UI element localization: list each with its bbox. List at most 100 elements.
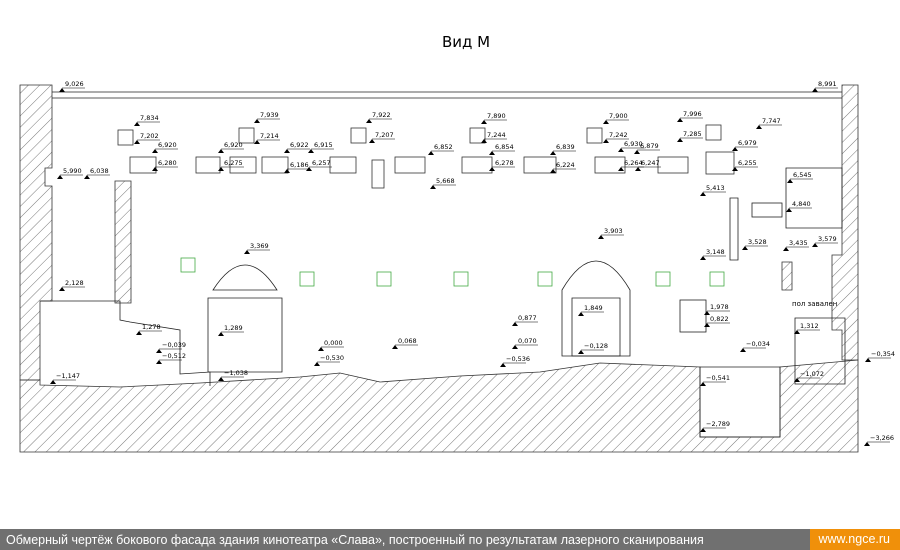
outlines bbox=[40, 91, 846, 438]
elevation-mark: 1,289 bbox=[218, 324, 244, 336]
elevation-mark: 0,068 bbox=[392, 337, 418, 349]
elevation-label: 7,202 bbox=[140, 132, 159, 140]
elevation-mark: −0,354 bbox=[865, 350, 895, 362]
site-link[interactable]: www.ngce.ru bbox=[810, 529, 900, 550]
elevation-label: −0,354 bbox=[871, 350, 895, 358]
elevation-mark: 2,128 bbox=[59, 279, 85, 291]
elevation-mark: 6,247 bbox=[635, 159, 661, 171]
elevation-mark: 6,979 bbox=[732, 139, 758, 151]
elevation-arrow bbox=[136, 331, 142, 335]
alcove-dome bbox=[212, 264, 278, 291]
elevation-arrow bbox=[481, 120, 487, 124]
elevation-arrow bbox=[603, 120, 609, 124]
view-title: Вид М bbox=[442, 33, 490, 51]
elevation-mark: 7,242 bbox=[603, 131, 629, 143]
elevation-mark: 6,224 bbox=[550, 161, 576, 173]
elevation-label: 7,747 bbox=[762, 117, 781, 125]
elevation-arrow bbox=[218, 332, 224, 336]
elevation-label: −0,039 bbox=[162, 341, 186, 349]
elevation-mark: 6,920 bbox=[218, 141, 244, 153]
elevation-mark: 6,915 bbox=[308, 141, 334, 153]
elevation-label: −0,128 bbox=[584, 342, 608, 350]
footer-caption: Обмерный чертёж бокового фасада здания к… bbox=[6, 532, 704, 547]
elevation-label: 0,877 bbox=[518, 314, 537, 322]
elevation-label: 6,275 bbox=[224, 159, 243, 167]
elevation-arrow bbox=[794, 330, 800, 334]
elevation-arrow bbox=[550, 169, 556, 173]
elevation-label: 3,369 bbox=[250, 242, 269, 250]
elevation-arrow bbox=[786, 208, 792, 212]
elevation-arrow bbox=[244, 250, 250, 254]
elevation-label: 6,979 bbox=[738, 139, 757, 147]
elevation-label: 4,840 bbox=[792, 200, 811, 208]
elevation-arrow bbox=[314, 362, 320, 366]
elevation-arrow bbox=[57, 175, 63, 179]
elevation-label: −3,266 bbox=[870, 434, 894, 442]
elevation-label: 7,890 bbox=[487, 112, 506, 120]
elevation-mark: 6,920 bbox=[152, 141, 178, 153]
elevation-mark: 6,839 bbox=[550, 143, 576, 155]
elevation-arrow bbox=[598, 235, 604, 239]
elevation-arrow bbox=[700, 428, 706, 432]
elevation-mark: 4,840 bbox=[786, 200, 812, 212]
elevation-arrow bbox=[59, 88, 65, 92]
elevation-label: 6,186 bbox=[290, 161, 309, 169]
elevation-arrow bbox=[635, 167, 641, 171]
elevation-mark: 7,996 bbox=[677, 110, 703, 122]
elevation-label: 7,214 bbox=[260, 132, 279, 140]
elevation-arrow bbox=[787, 179, 793, 183]
elevation-arrow bbox=[578, 350, 584, 354]
left-wall bbox=[19, 84, 53, 381]
small-green-marks bbox=[180, 257, 725, 287]
elevation-label: 6,545 bbox=[793, 171, 812, 179]
elevation-mark: 6,257 bbox=[306, 159, 332, 171]
elevation-arrow bbox=[740, 348, 746, 352]
elevation-label: 6,839 bbox=[556, 143, 575, 151]
floor-note: пол завален bbox=[792, 300, 837, 308]
elevation-label: 0,822 bbox=[710, 315, 729, 323]
elevation-arrow bbox=[254, 140, 260, 144]
elevation-mark: −0,512 bbox=[156, 352, 186, 364]
elevation-mark: −0,541 bbox=[700, 374, 730, 386]
elevation-arrow bbox=[783, 247, 789, 251]
elevation-label: 1,849 bbox=[584, 304, 603, 312]
elevation-label: −0,541 bbox=[706, 374, 730, 382]
elevation-label: 3,579 bbox=[818, 235, 837, 243]
elevation-mark: 3,903 bbox=[598, 227, 624, 239]
elevation-mark: 6,280 bbox=[152, 159, 178, 171]
elevation-mark: 0,070 bbox=[512, 337, 538, 349]
elevation-arrow bbox=[489, 151, 495, 155]
elevation-mark: 7,900 bbox=[603, 112, 629, 124]
facade-drawing: Вид М bbox=[19, 33, 895, 453]
hatched-walls bbox=[19, 84, 859, 453]
right-pit bbox=[699, 366, 781, 438]
elevation-arrow bbox=[156, 349, 162, 353]
elevation-label: 3,435 bbox=[789, 239, 808, 247]
arch-door bbox=[561, 260, 631, 357]
right-step bbox=[781, 261, 793, 291]
elevation-label: 1,978 bbox=[710, 303, 729, 311]
elevation-label: 6,879 bbox=[640, 142, 659, 150]
elevation-arrow bbox=[500, 363, 506, 367]
elevation-mark: 6,038 bbox=[84, 167, 110, 179]
elevation-mark: −0,039 bbox=[156, 341, 186, 353]
elevation-mark: 6,854 bbox=[489, 143, 515, 155]
elevation-arrow bbox=[618, 148, 624, 152]
elevation-mark: 7,207 bbox=[369, 131, 395, 143]
elevation-arrow bbox=[218, 377, 224, 381]
elevation-label: 6,915 bbox=[314, 141, 333, 149]
elevation-label: 6,854 bbox=[495, 143, 514, 151]
elevation-arrow bbox=[634, 150, 640, 154]
elevation-mark: 1,849 bbox=[578, 304, 604, 316]
elevation-arrow bbox=[812, 243, 818, 247]
elevation-label: 7,207 bbox=[375, 131, 394, 139]
elevation-arrow bbox=[318, 347, 324, 351]
elevation-arrow bbox=[677, 118, 683, 122]
elevation-arrow bbox=[392, 345, 398, 349]
elevation-mark: −1,038 bbox=[218, 369, 248, 381]
elevation-label: 3,528 bbox=[748, 238, 767, 246]
elevation-label: 6,224 bbox=[556, 161, 575, 169]
elevation-label: 9,026 bbox=[65, 80, 84, 88]
elevation-arrow bbox=[700, 256, 706, 260]
elevation-label: 5,668 bbox=[436, 177, 455, 185]
